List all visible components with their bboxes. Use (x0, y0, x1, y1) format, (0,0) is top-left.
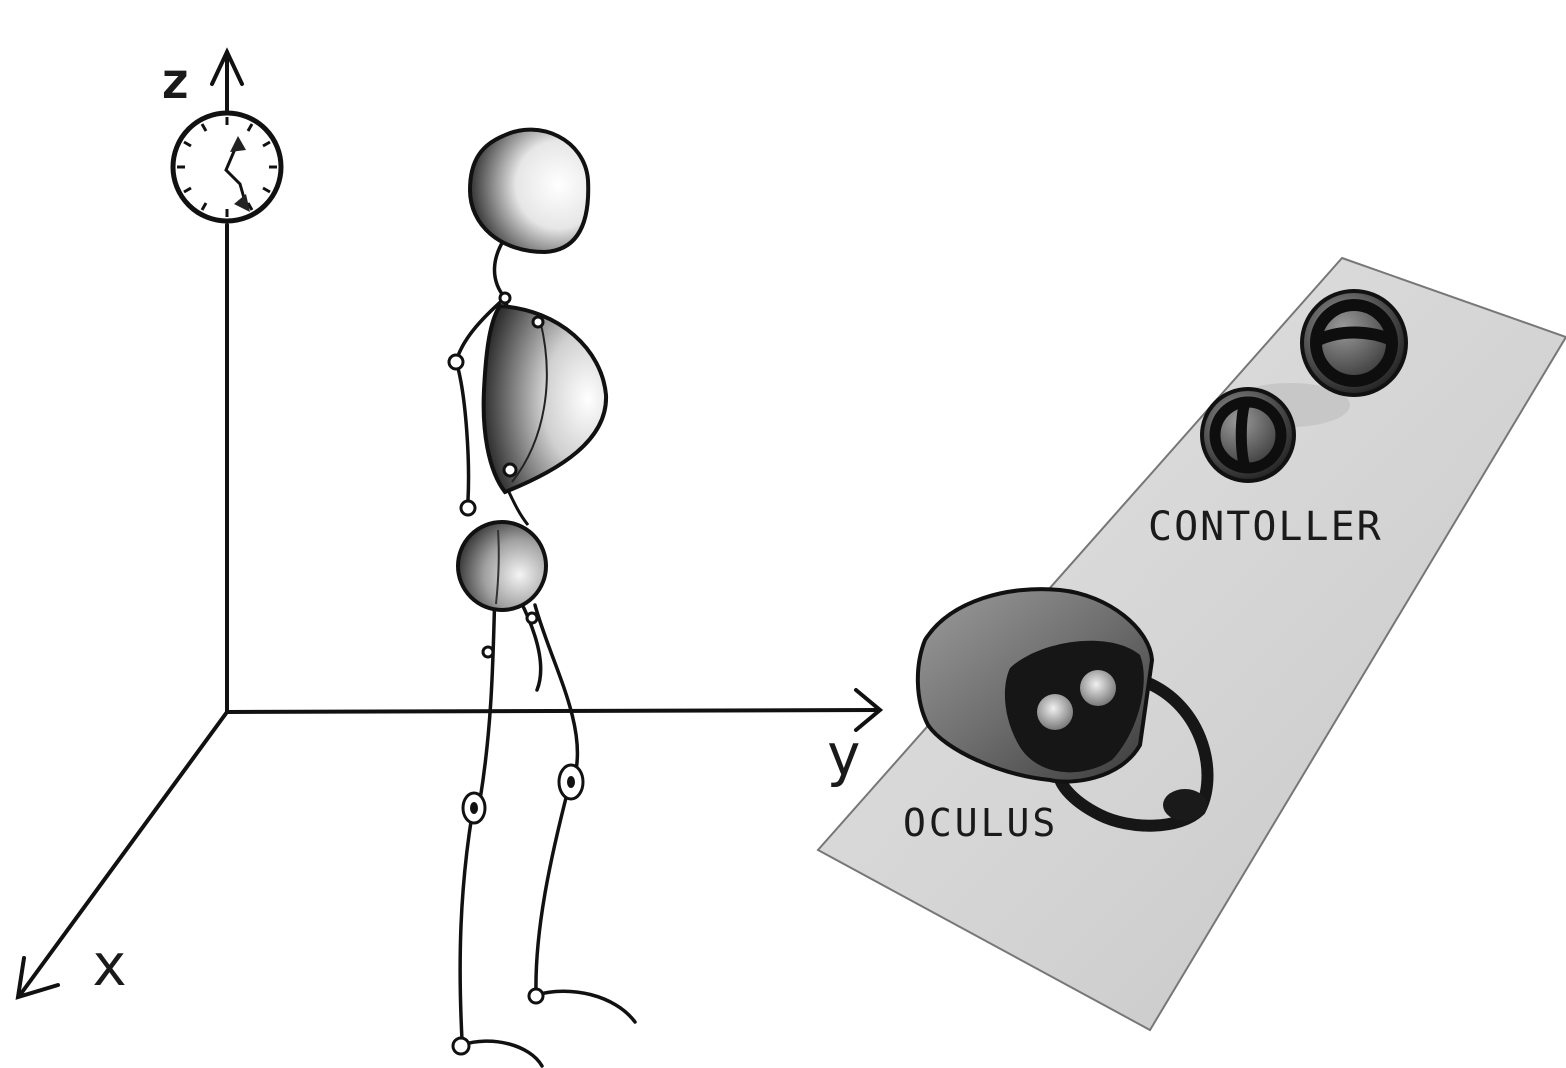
figure-pelvis (456, 520, 548, 612)
controller-icon (1200, 289, 1408, 483)
controller-label: CONTOLLER (1148, 504, 1383, 550)
x-axis-arrowhead (15, 956, 60, 1000)
y-axis-arrowhead (854, 688, 884, 732)
clock-icon (170, 110, 284, 224)
z-axis-arrowhead (210, 47, 244, 86)
tracker-markers (447, 291, 585, 1056)
vr-headset-icon (915, 587, 1214, 832)
x-axis-label: x (92, 931, 127, 999)
x-axis (18, 710, 229, 997)
y-axis-label: y (826, 721, 861, 789)
headset-label: OCULUS (903, 801, 1058, 845)
figure-head (467, 127, 591, 255)
coordinate-axes (15, 47, 884, 1000)
z-axis-label: z (160, 52, 190, 110)
y-axis (225, 708, 880, 714)
